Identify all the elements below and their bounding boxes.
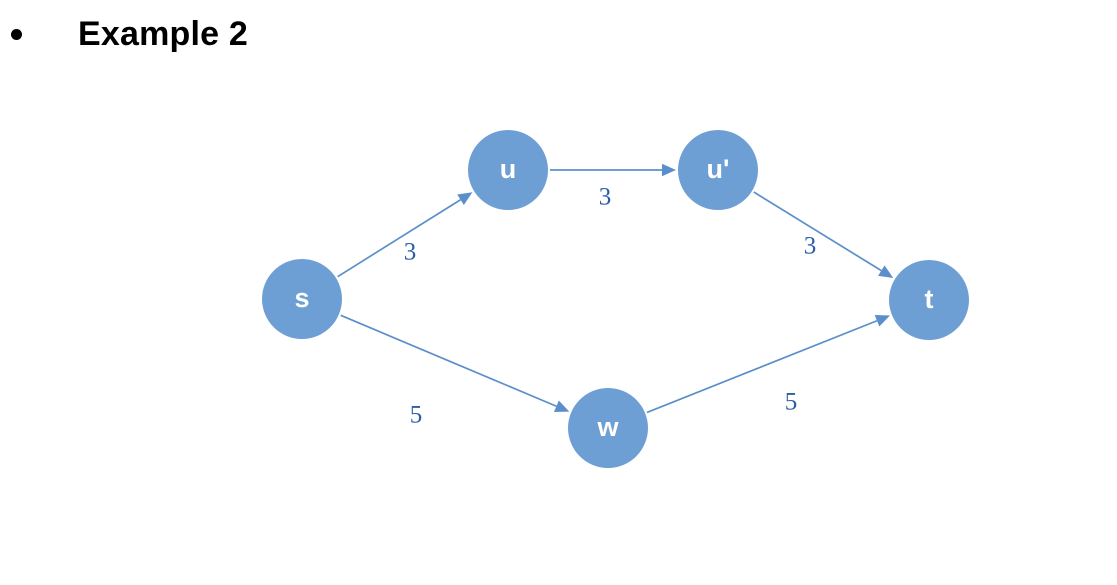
graph-edge-s-to-u — [337, 192, 473, 278]
edge-weight-s-to-u: 3 — [404, 239, 417, 266]
edge-line — [646, 319, 878, 414]
edge-weights-layer: 3 3 3 5 5 — [404, 184, 817, 429]
edge-weight-w-to-t: 5 — [785, 389, 798, 416]
graph-node-t[interactable]: t — [889, 260, 969, 340]
graph-node-w[interactable]: w — [568, 388, 648, 468]
graph-edge-s-to-w — [340, 314, 570, 412]
edges-layer — [337, 163, 894, 414]
nodes-layer: s u u' w t — [262, 130, 969, 468]
edge-arrowhead-icon — [874, 314, 890, 327]
graph-node-u[interactable]: u — [468, 130, 548, 210]
graph-node-up[interactable]: u' — [678, 130, 758, 210]
node-circle[interactable] — [568, 388, 648, 468]
edge-arrowhead-icon — [878, 265, 894, 278]
node-circle[interactable] — [678, 130, 758, 210]
edge-line — [340, 314, 557, 408]
edge-weight-u-to-up: 3 — [599, 184, 612, 211]
edge-arrowhead-icon — [553, 400, 570, 412]
graph-edge-u-to-up — [550, 163, 676, 177]
graph-edge-w-to-t — [646, 314, 890, 414]
edge-arrowhead-icon — [662, 163, 676, 177]
bullet-point-icon — [11, 28, 22, 40]
slide-title-row: Example 2 — [0, 8, 1117, 60]
node-circle[interactable] — [262, 259, 342, 339]
edge-line — [753, 191, 882, 272]
node-circle[interactable] — [889, 260, 969, 340]
graph-edge-up-to-t — [753, 191, 894, 278]
graph-node-s[interactable]: s — [262, 259, 342, 339]
edge-weight-s-to-w: 5 — [410, 402, 423, 429]
node-circle[interactable] — [468, 130, 548, 210]
edge-line — [337, 199, 461, 278]
page-title: Example 2 — [78, 15, 249, 53]
edge-weight-up-to-t: 3 — [804, 233, 817, 260]
edge-arrowhead-icon — [457, 192, 473, 205]
